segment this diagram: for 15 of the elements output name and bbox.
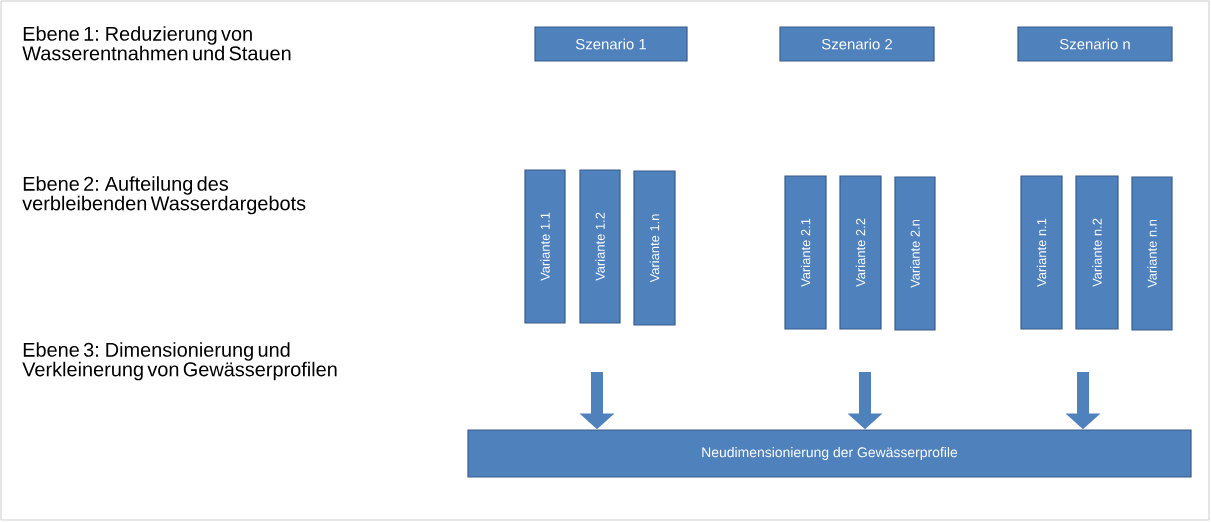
variant-box: Variante n.n: [1131, 176, 1173, 331]
level-heading: Ebene 3: Dimensionierung und Verkleinerung von Gewässerprofilen: [22, 342, 337, 381]
scenario-box: Szenario n: [1017, 26, 1173, 62]
level-heading: Ebene 2: Aufteilung des verbleibenden Wasserdargebots: [22, 176, 306, 215]
variant-box: Variante 2.1: [784, 175, 827, 330]
scenario-box: Szenario 1: [534, 26, 688, 62]
scenario-box: Szenario 2: [779, 26, 935, 62]
variant-box: Variante n.2: [1075, 175, 1119, 330]
variant-box: Variante 1.2: [579, 169, 621, 324]
variant-box: Variante 1.1: [524, 169, 566, 324]
variant-box: Variante 2.n: [894, 176, 936, 331]
level-heading: Ebene 1: Reduzierung von Wasserentnahmen und Stauen: [22, 26, 291, 61]
variant-box: Variante 1.n: [633, 170, 676, 326]
variant-box: Variante n.1: [1020, 175, 1063, 330]
variant-box: Variante 2.2: [839, 175, 882, 330]
